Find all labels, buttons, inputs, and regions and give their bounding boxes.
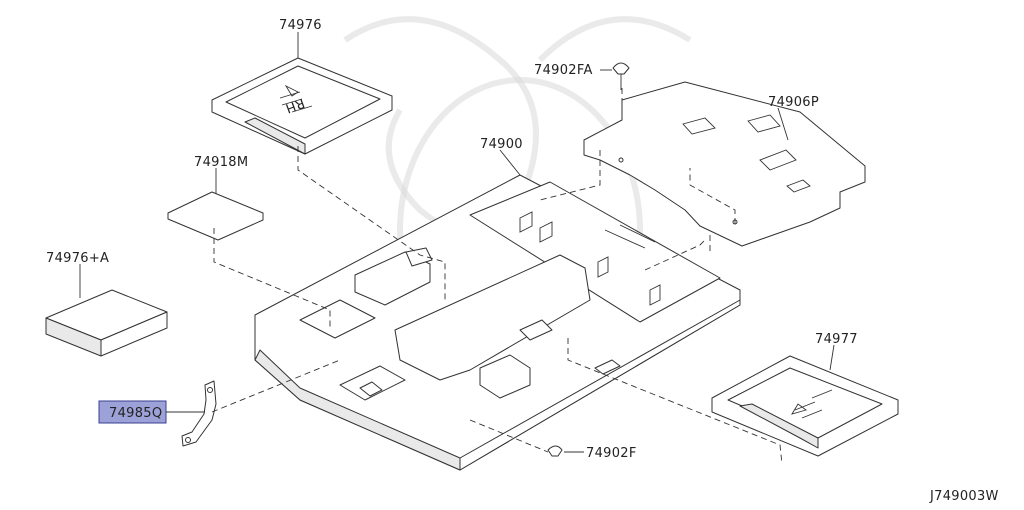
label-74977[interactable]: 74977 [815, 332, 858, 347]
label-74906P[interactable]: 74906P [768, 95, 819, 110]
mat-74977[interactable] [711, 355, 899, 457]
label-74900[interactable]: 74900 [480, 137, 523, 152]
label-74918M[interactable]: 74918M [194, 155, 248, 170]
bracket-74985Q[interactable] [181, 380, 217, 447]
clip-74902F[interactable] [547, 445, 563, 457]
floor-carpet-74900[interactable] [254, 174, 741, 471]
pad-74918M[interactable] [167, 191, 264, 241]
block-74976A[interactable] [45, 289, 168, 357]
label-74902FA[interactable]: 74902FA [534, 63, 593, 78]
assembly-dashed-lines [211, 88, 783, 465]
leader-74906P [777, 107, 789, 141]
svg-text:RH: RH [283, 95, 306, 116]
label-74976[interactable]: 74976 [279, 18, 322, 33]
leader-74900 [499, 149, 521, 176]
mat-74976[interactable]: RH [211, 57, 393, 155]
label-74902F[interactable]: 74902F [586, 446, 637, 461]
diagram-code: J749003W [929, 489, 999, 504]
label-74985Q[interactable]: 74985Q [109, 406, 162, 421]
label-74976A[interactable]: 74976+A [46, 251, 109, 266]
insulator-74906P[interactable] [583, 81, 866, 247]
leader-74977 [829, 344, 835, 371]
clip-74902FA[interactable] [612, 62, 630, 90]
